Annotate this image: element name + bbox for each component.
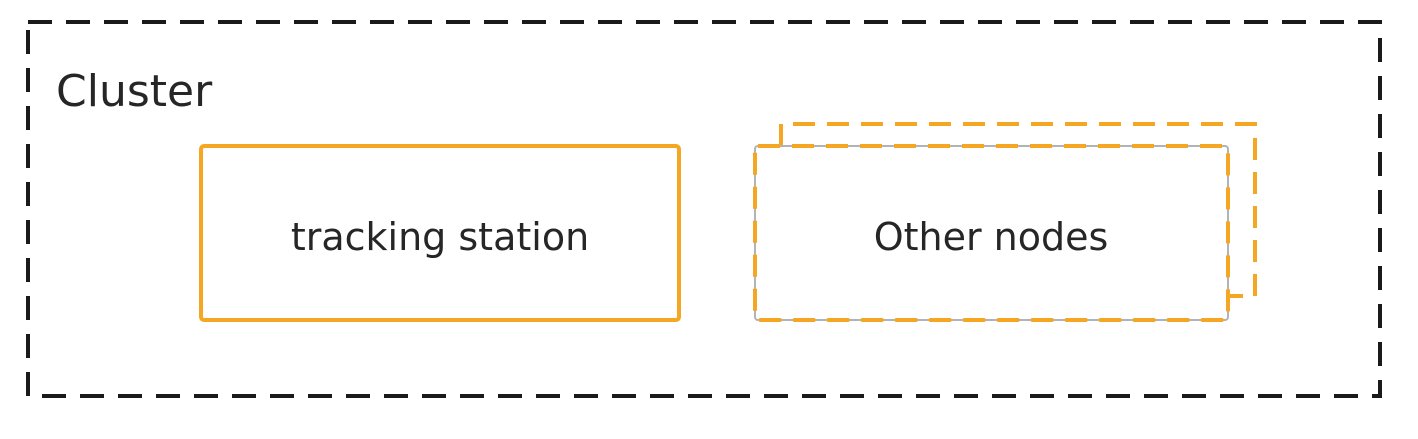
other-nodes-front-frame (753, 144, 1230, 322)
other-nodes-back-frame (779, 122, 1257, 298)
cluster-group: Cluster (26, 20, 1382, 398)
node-tracking-station: tracking station (199, 144, 681, 322)
cluster-border (26, 20, 1382, 398)
tracking-station-label: tracking station (291, 215, 589, 259)
tracking-station-box (199, 144, 681, 322)
node-other-nodes: Other nodes (753, 122, 1257, 322)
other-nodes-label: Other nodes (874, 215, 1109, 259)
cluster-label: Cluster (56, 66, 213, 117)
